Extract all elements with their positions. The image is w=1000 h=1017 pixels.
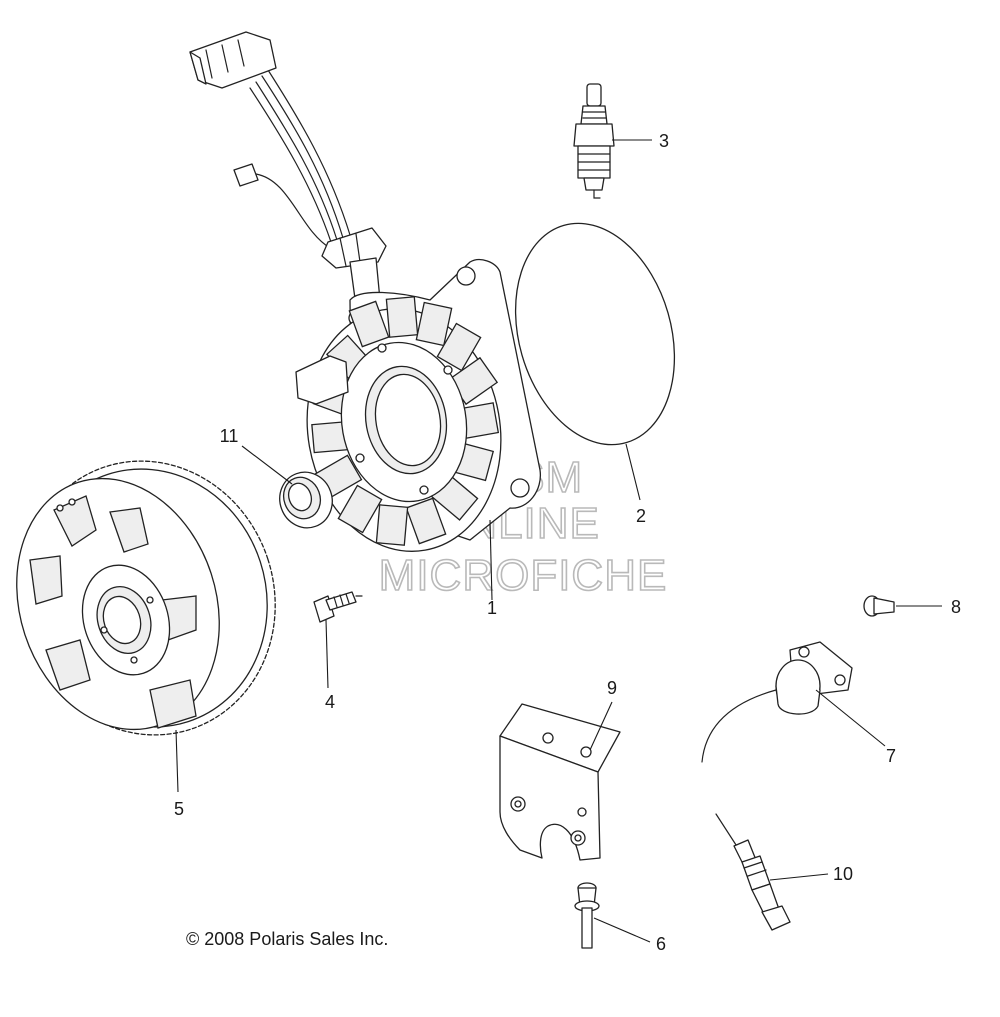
callout-6: 6 [656, 934, 666, 954]
leader-11 [241, 445, 293, 485]
callout-2: 2 [636, 506, 646, 526]
callout-1: 1 [487, 598, 497, 618]
callout-9: 9 [607, 678, 617, 698]
copyright-notice: © 2008 Polaris Sales Inc. [186, 929, 388, 949]
callout-7: 7 [886, 746, 896, 766]
watermark-line-3: MICROFICHE [379, 551, 668, 600]
callout-5: 5 [174, 799, 184, 819]
part-stator[interactable] [189, 31, 541, 567]
part-pickup-sensor[interactable] [701, 641, 853, 763]
leader-2 [625, 443, 641, 501]
leader-6 [593, 917, 651, 943]
part-screw[interactable] [313, 591, 363, 623]
part-lead-sensor[interactable] [715, 813, 791, 931]
part-rivet[interactable] [574, 882, 600, 949]
leader-5 [175, 729, 179, 793]
callout-3: 3 [659, 131, 669, 151]
callout-10: 10 [833, 864, 853, 884]
part-bolt[interactable] [863, 595, 895, 617]
leader-1 [489, 519, 493, 601]
callouts: 1 2 3 4 5 6 7 8 9 10 11 [174, 131, 961, 954]
leader-lines [175, 139, 942, 943]
callout-4: 4 [325, 692, 335, 712]
leader-4 [325, 619, 329, 689]
part-bracket[interactable] [499, 703, 621, 861]
callout-8: 8 [951, 597, 961, 617]
leader-10 [769, 873, 829, 881]
part-seal[interactable] [272, 465, 340, 535]
part-gasket[interactable] [491, 204, 699, 463]
leader-9 [589, 701, 613, 751]
part-flywheel[interactable] [0, 428, 310, 768]
part-spark-plug[interactable] [573, 83, 615, 199]
leader-7 [815, 689, 886, 747]
callout-11: 11 [220, 426, 239, 446]
